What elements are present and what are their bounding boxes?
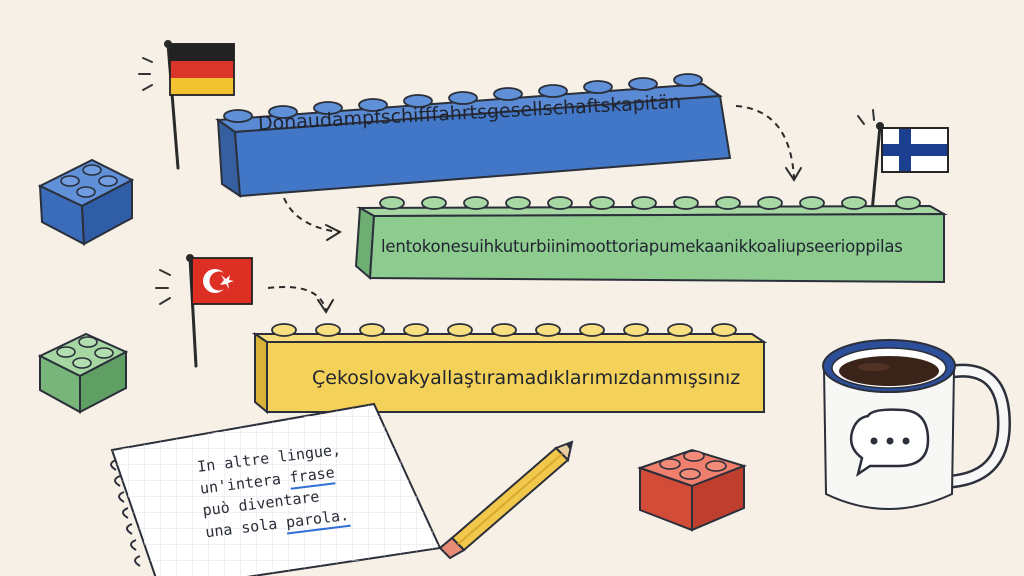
turkish-flag-icon (155, 254, 253, 368)
pencil-icon (438, 440, 574, 560)
turkish-word: Çekoslovakyallaştıramadıklarımızdanmışsı… (312, 367, 741, 389)
notebook-icon (110, 402, 442, 576)
lego-brick-icon (37, 158, 135, 246)
lego-brick-icon (37, 332, 129, 414)
finnish-word-brick (354, 196, 948, 284)
notebook-text: In altre lingue, un'intera frase può div… (196, 438, 351, 543)
german-word-brick (215, 73, 732, 198)
lego-brick-icon (636, 448, 748, 532)
speech-bubble-icon (849, 408, 930, 477)
finnish-flag-icon (857, 109, 949, 214)
german-flag-icon (138, 40, 235, 170)
finnish-word: lentokonesuihkuturbiinimoottoriapumekaan… (381, 237, 903, 256)
turkish-word-brick (251, 323, 768, 415)
